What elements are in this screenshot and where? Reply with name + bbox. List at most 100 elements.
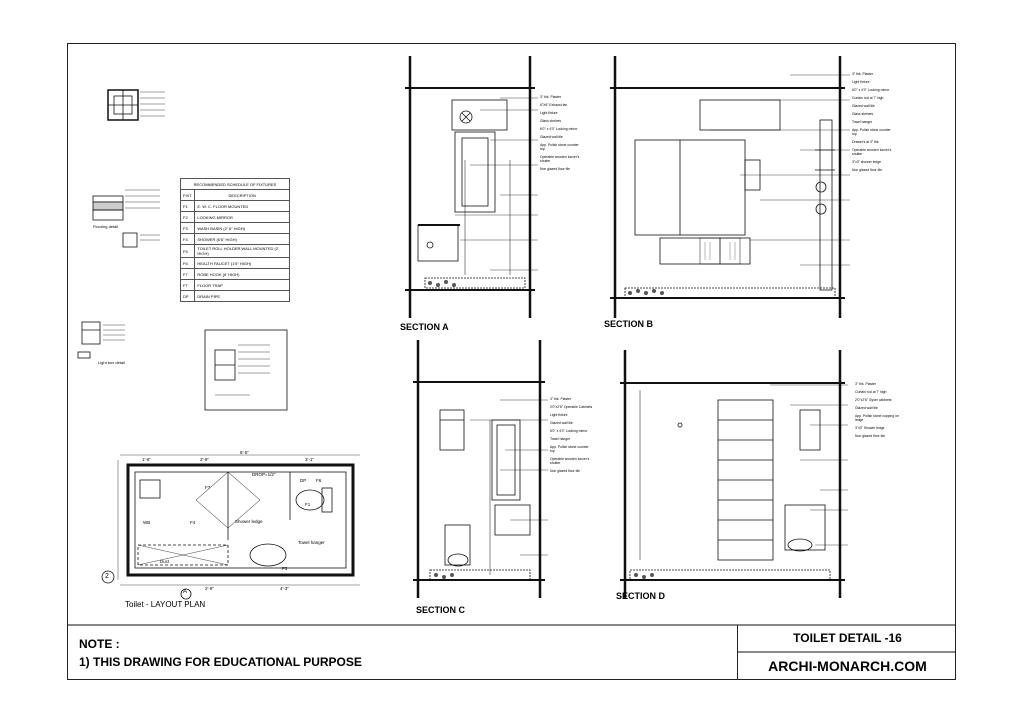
annotation: Glazed wall tile — [540, 135, 563, 139]
section-d-drawing — [620, 350, 845, 598]
plan-marker-a — [180, 588, 192, 600]
plan-marker-2 — [101, 570, 115, 584]
annotation: Non glazed floor tile — [855, 434, 885, 438]
plan-marker-a-label: A — [183, 589, 188, 595]
section-a-drawing — [405, 56, 535, 318]
annotation: Light fixture — [550, 413, 568, 417]
annotation: Towel hanger — [852, 120, 873, 124]
annotation: 2'0"x2'6" Operable Cabinets — [550, 405, 593, 409]
fixture-desc: LOOKING MIRROR — [194, 211, 290, 223]
fixture-code: F3 — [179, 222, 196, 234]
flooring-detail-label: Flooring detail — [93, 224, 119, 229]
plan-label: F7 — [205, 485, 211, 490]
annotation: Glass shelves — [540, 119, 562, 123]
detail-light-box — [77, 321, 125, 359]
annotation: 3"x3" Shower ledge — [855, 426, 885, 430]
fixture-desc: SHOWER (6'6" HIGH) — [194, 233, 290, 245]
fixture-desc: E. W. C. FLOOR MOUNTED — [194, 200, 290, 212]
annotation: 3" thk. Plaster — [550, 397, 571, 401]
plan-dim-bottom: 2'-9" — [205, 586, 214, 591]
plan-dim-top: 2'-9" — [200, 457, 209, 462]
section-c-drawing — [413, 340, 545, 598]
schedule-title: RECOMMENDED SCHEDULE OF FIXTURES — [180, 178, 290, 190]
annotation: 2'0"x2'6" Gyser cabinets — [855, 398, 892, 402]
note-title: NOTE : — [79, 637, 120, 651]
schedule-col-desc: DESCRIPTION — [194, 189, 290, 201]
plan-dim-top: 1'-6" — [142, 457, 151, 462]
annotation: 3"x3" shower ledge — [852, 160, 881, 164]
plan-dim-top: 6'-5" — [240, 450, 249, 455]
section-c-title: SECTION C — [416, 605, 466, 615]
note-line: 1) THIS DRAWING FOR EDUCATIONAL PURPOSE — [79, 655, 362, 669]
footer-title-block: TOILET DETAIL -16 ARCHI-MONARCH.COM — [737, 625, 957, 680]
annotation: 6'0" x 4'0" Looking mirror — [852, 88, 890, 92]
annotation: Drawer's at 3" thk. — [852, 140, 880, 144]
plan-dim-bottom: 4'-3" — [280, 586, 289, 591]
fixture-code: F7 — [179, 268, 196, 280]
fixture-code: DP — [179, 290, 196, 302]
annotation: Non glazed floor tile — [852, 168, 882, 172]
fixture-desc: HEALTH FAUCET (1'6" HIGH) — [194, 257, 290, 269]
plan-label: Towel hanger — [298, 540, 325, 545]
annotation: 6"X6" Exhaust fan — [540, 103, 568, 107]
site-name: ARCHI-MONARCH.COM — [768, 658, 927, 674]
fixture-code: F1 — [179, 200, 196, 212]
layout-plan — [117, 454, 360, 586]
annotations-section-d: 3" thk. Plaster Curtain rod at 7' high 2… — [855, 382, 899, 438]
sheet-title: TOILET DETAIL -16 — [793, 631, 902, 645]
fixture-desc: WASH BASIN (2' 6" HIGH) — [194, 222, 290, 234]
annotation: Glazed wall tile — [855, 406, 878, 410]
annotation: Glazed wall tile — [550, 421, 573, 425]
plan-title: Toilet - LAYOUT PLAN — [125, 600, 206, 609]
plan-label: Duct — [160, 559, 170, 564]
plan-marker-2-label: 2 — [105, 573, 109, 580]
fixture-code: F5 — [179, 244, 196, 258]
annotation: App. Polish stone counter top — [540, 143, 579, 151]
annotation: Non glazed floor tile — [540, 167, 570, 171]
leader-lines — [455, 74, 850, 556]
fixture-schedule: RECOMMENDED SCHEDULE OF FIXTURES FIXT. D… — [179, 178, 290, 302]
plan-dim-top: 3'-1" — [305, 457, 314, 462]
annotation: 6'0" x 4'0" Looking mirror — [540, 127, 578, 131]
annotations-section-a: 3" thk. Plaster 6"X6" Exhaust fan Light … — [540, 95, 584, 171]
annotation: 3" thk. Plaster — [855, 382, 876, 386]
annotation: 3" thk. Plaster — [852, 72, 873, 76]
schedule-col-fixt: FIXT. — [179, 189, 196, 201]
annotations-section-c: 3" thk. Plaster 2'0"x2'6" Operable Cabin… — [550, 397, 594, 473]
footer-note-block: NOTE : 1) THIS DRAWING FOR EDUCATIONAL P… — [67, 625, 737, 680]
section-b-drawing — [610, 56, 845, 318]
annotation: Light fixture — [540, 111, 558, 115]
fixture-desc: FLOOR TRAP — [194, 279, 290, 291]
annotation: Non glazed floor tile — [550, 469, 580, 473]
fixture-desc: TOILET ROLL HOLDER WALL MOUNTED (2' HIGH… — [194, 244, 290, 258]
section-d-title: SECTION D — [616, 591, 666, 601]
plan-label: WB — [143, 520, 151, 525]
section-b-title: SECTION B — [604, 319, 654, 329]
plan-label: Shower ledge — [235, 519, 263, 524]
annotation: 6'0" x 4'0" Looking mirror — [550, 429, 588, 433]
plan-label: DROP=1/2" — [252, 472, 276, 477]
annotation: Light fixture — [852, 80, 870, 84]
detail-top-left — [107, 89, 165, 121]
plan-label: F6 — [316, 478, 322, 483]
annotation: 3" thk. Plaster — [540, 95, 561, 99]
annotation: App. Polish stone counter top — [852, 128, 891, 136]
light-box-detail-label: Light box detail — [98, 360, 125, 365]
fixture-code: F6 — [179, 257, 196, 269]
plan-label: F3 — [282, 566, 288, 571]
fixture-code: FT — [179, 279, 196, 291]
fixture-code: F2 — [179, 211, 196, 223]
annotation: Curtain rod at 7' high — [852, 96, 884, 100]
annotation: Towel hanger — [550, 437, 571, 441]
detail-flooring — [92, 189, 160, 248]
fixture-desc: DRAIN PIPE — [194, 290, 290, 302]
drawing-sheet — [67, 43, 956, 680]
